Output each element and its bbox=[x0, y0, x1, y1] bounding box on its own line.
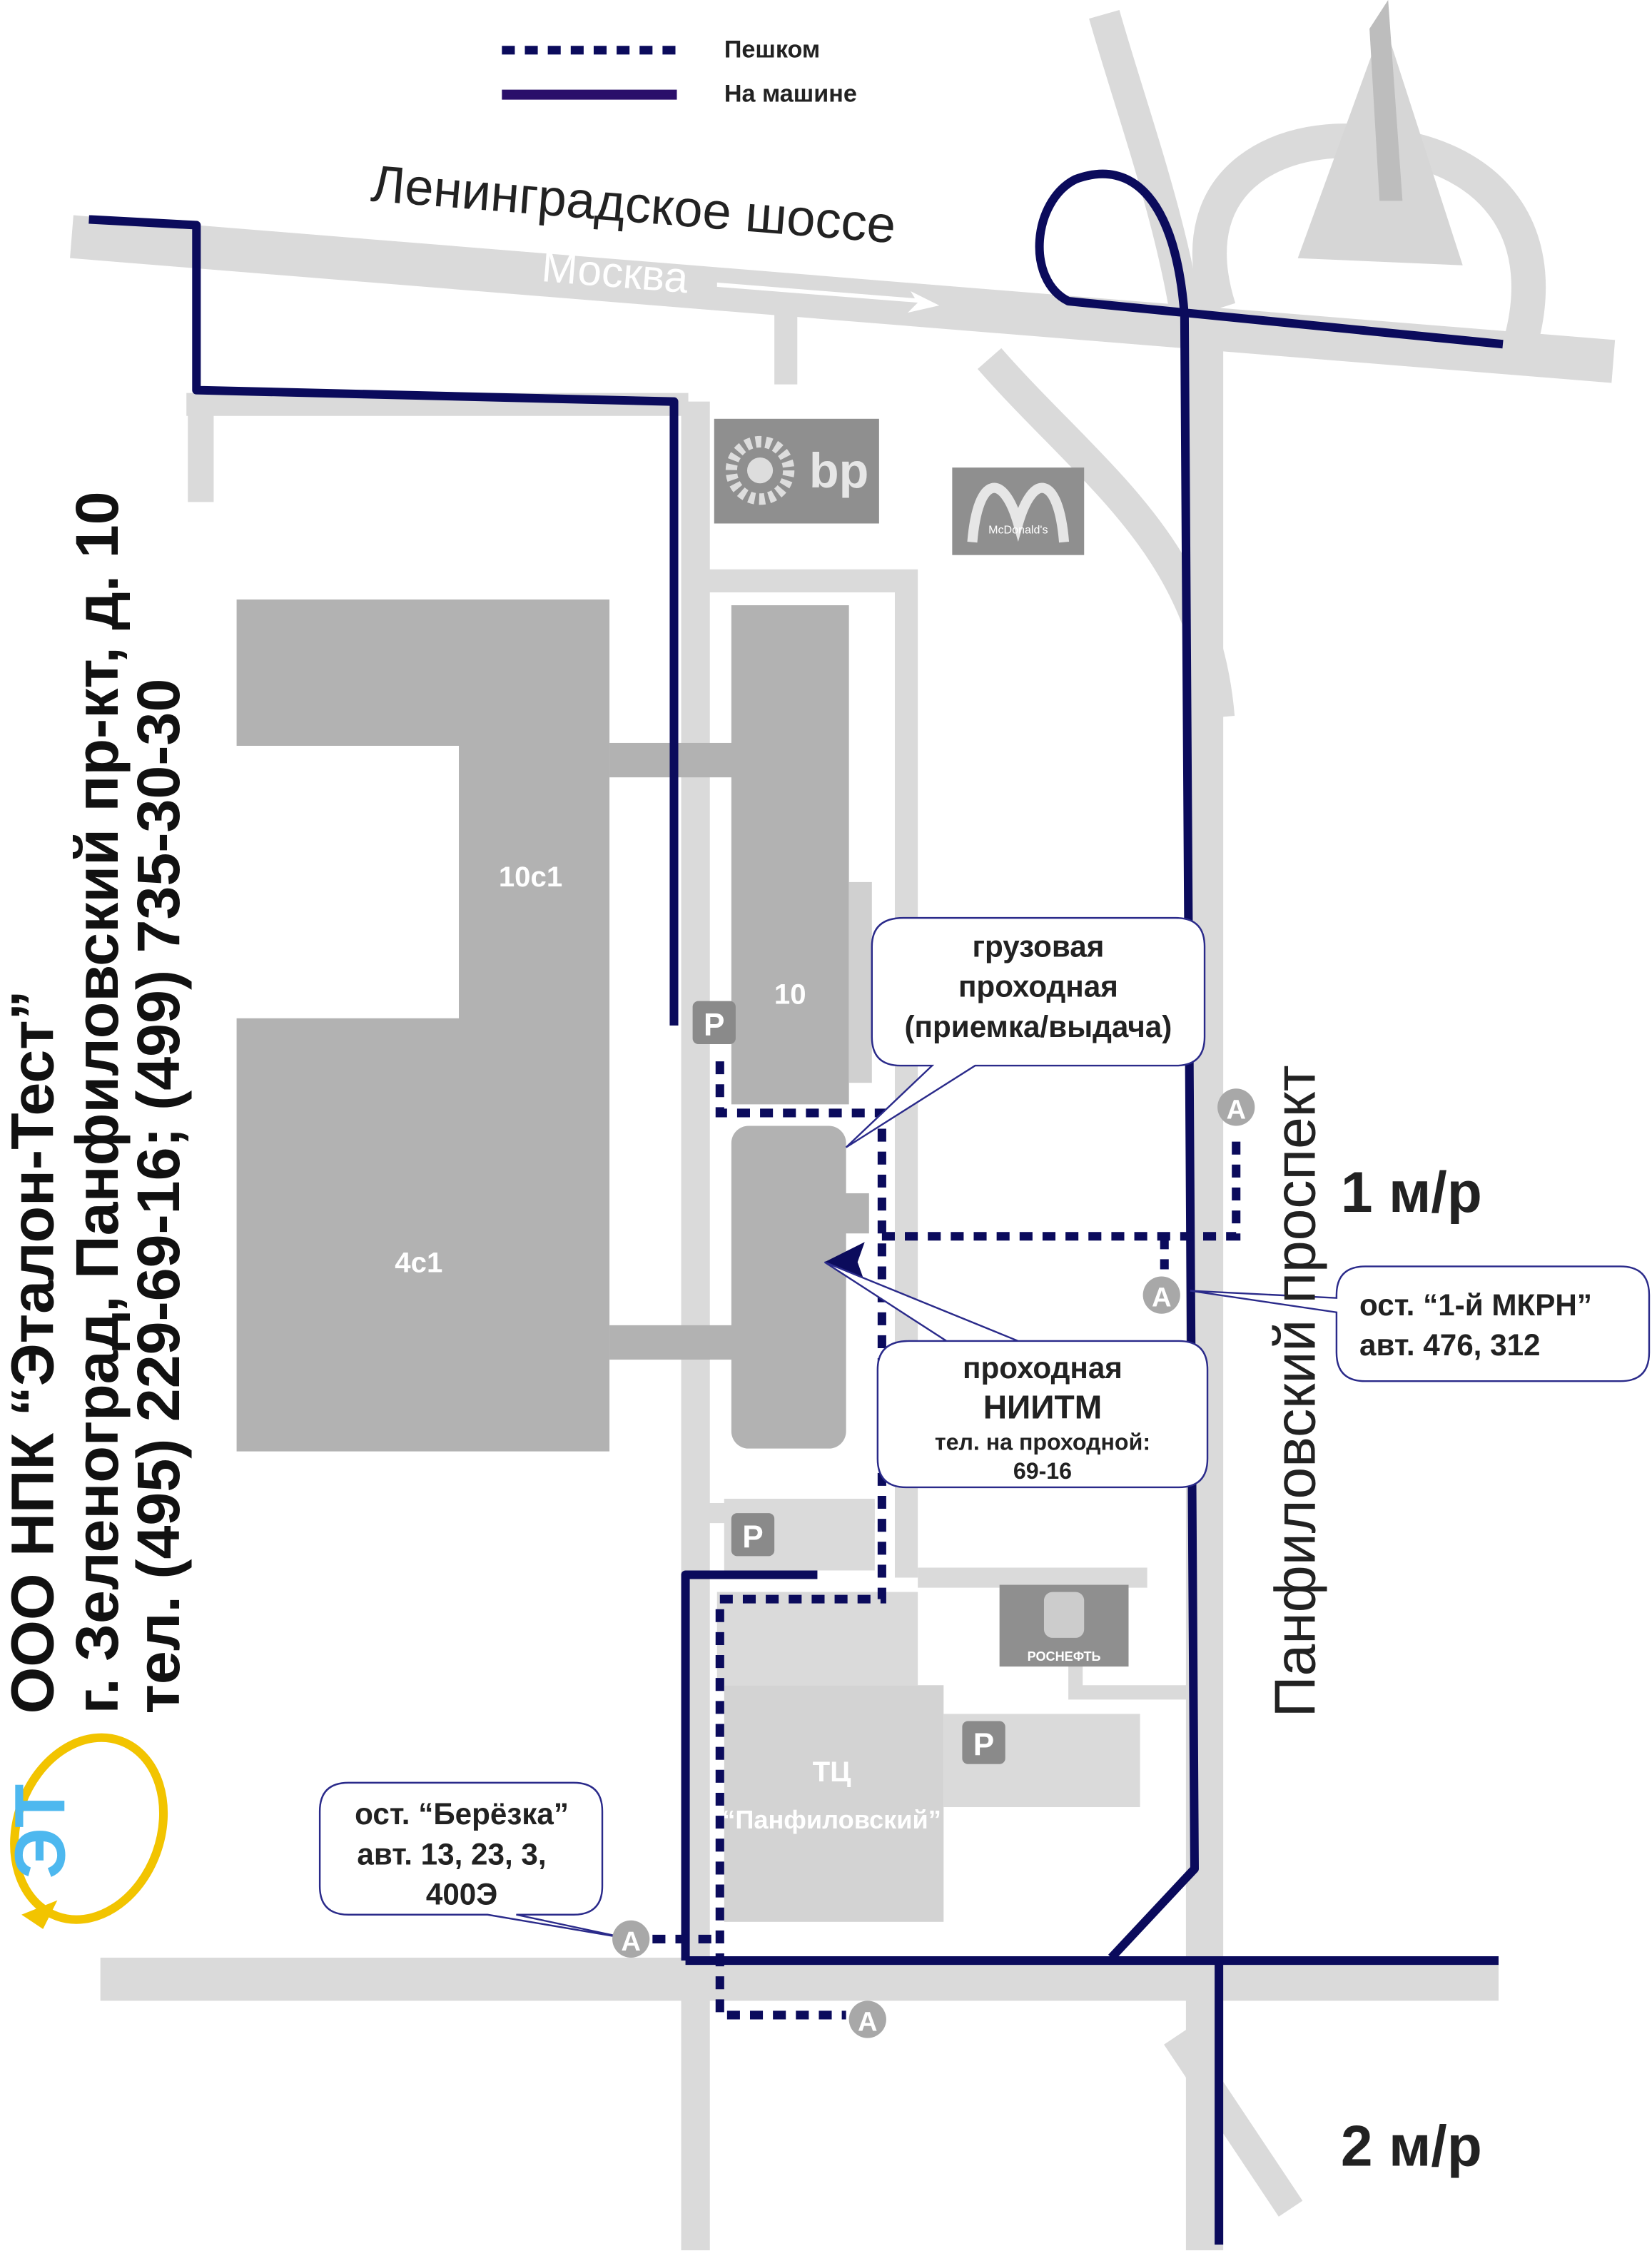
svg-text:A: A bbox=[621, 1926, 641, 1957]
district-1-label: 1 м/р bbox=[1341, 1160, 1482, 1225]
company-phone: тел. (495) 229-69-16; (499) 735-30-30 bbox=[125, 679, 192, 1714]
walking-routes bbox=[652, 1061, 1241, 2020]
svg-text:P: P bbox=[704, 1008, 724, 1043]
callout-main-gate: проходная НИИТМ тел. на проходной: 69-16 bbox=[824, 1261, 1209, 1489]
parking-markers: P P P bbox=[692, 1001, 1005, 1764]
svg-text:тел. на проходной:: тел. на проходной: bbox=[935, 1430, 1150, 1455]
svg-text:РОСНЕФТЬ: РОСНЕФТЬ bbox=[1028, 1649, 1101, 1664]
svg-text:(приемка/выдача): (приемка/выдача) bbox=[905, 1010, 1172, 1043]
district-2-label: 2 м/р bbox=[1341, 2114, 1482, 2178]
building-label: 4с1 bbox=[395, 1246, 442, 1278]
svg-text:Пешком: Пешком bbox=[724, 36, 820, 63]
direction-arrow-icon bbox=[716, 282, 940, 313]
legend: Пешком На машине bbox=[502, 36, 857, 108]
bus-stop-icons: A A A A bbox=[612, 1088, 1255, 2038]
svg-text:bp: bp bbox=[809, 444, 868, 498]
svg-text:McDonald's: McDonald's bbox=[988, 524, 1048, 537]
highway-label: Ленинградское шоссе bbox=[369, 156, 898, 255]
svg-text:P: P bbox=[973, 1728, 994, 1763]
svg-text:На машине: На машине bbox=[724, 81, 857, 108]
svg-text:проходная: проходная bbox=[963, 1351, 1123, 1385]
svg-text:ЭТ: ЭТ bbox=[0, 1784, 80, 1879]
svg-text:авт. 476, 312: авт. 476, 312 bbox=[1359, 1328, 1540, 1362]
svg-text:ост. “1-й МКРН”: ост. “1-й МКРН” bbox=[1359, 1288, 1592, 1322]
buildings: 10с1 4с1 10 ТЦ “Панфиловский” bbox=[236, 599, 944, 1922]
building-label: “Панфиловский” bbox=[722, 1805, 941, 1834]
direction-label: Москва bbox=[540, 242, 691, 302]
svg-text:ост. “Берёзка”: ост. “Берёзка” bbox=[355, 1797, 569, 1831]
avenue-label: Панфиловский проспект bbox=[1264, 1065, 1328, 1717]
company-address: г. Зеленоград, Панфиловский пр-кт, д. 10 bbox=[64, 491, 131, 1714]
building-label: 10с1 bbox=[499, 861, 562, 893]
callout-stop-berezka: ост. “Берёзка” авт. 13, 23, 3, 400Э bbox=[318, 1781, 632, 1941]
building-label: ТЦ bbox=[813, 1756, 852, 1788]
svg-text:A: A bbox=[1226, 1094, 1246, 1125]
callout-stop-1mkrn: ост. “1-й МКРН” авт. 476, 312 bbox=[1190, 1265, 1651, 1382]
svg-text:400Э: 400Э bbox=[426, 1878, 497, 1911]
building-10 bbox=[731, 605, 849, 1105]
company-name: ООО НПК “Эталон-Тест” bbox=[0, 990, 66, 1714]
mall-building bbox=[724, 1685, 944, 1922]
callout-cargo-gate: грузовая проходная (приемка/выдача) bbox=[845, 916, 1206, 1148]
svg-text:A: A bbox=[858, 2007, 878, 2038]
svg-text:авт. 13, 23, 3,: авт. 13, 23, 3, bbox=[357, 1837, 546, 1871]
roads bbox=[70, 0, 1616, 2250]
rosneft-logo: РОСНЕФТЬ bbox=[999, 1584, 1129, 1667]
svg-text:A: A bbox=[1152, 1283, 1172, 1313]
svg-text:грузовая: грузовая bbox=[972, 929, 1104, 963]
svg-text:проходная: проходная bbox=[958, 970, 1118, 1003]
building-4c1 bbox=[236, 599, 610, 1452]
entrance-arrow-icon bbox=[824, 1242, 865, 1283]
bp-logo: bp bbox=[714, 418, 879, 524]
svg-text:69-16: 69-16 bbox=[1013, 1458, 1072, 1484]
company-logo: ЭТ bbox=[0, 1733, 168, 1929]
car-routes bbox=[88, 169, 1504, 2245]
svg-text:P: P bbox=[742, 1519, 763, 1554]
building-label: 10 bbox=[774, 978, 806, 1011]
mcdonalds-logo: McDonald's bbox=[952, 467, 1085, 555]
svg-text:НИИТМ: НИИТМ bbox=[983, 1388, 1103, 1425]
